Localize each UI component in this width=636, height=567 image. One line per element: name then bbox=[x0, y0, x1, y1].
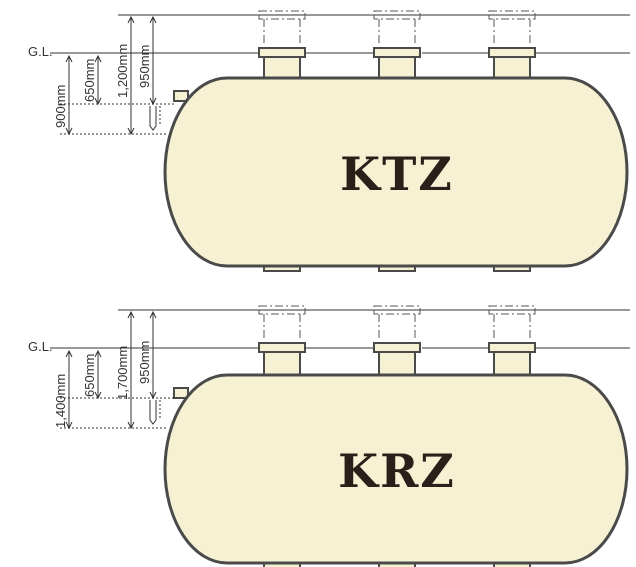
pipe-flange bbox=[258, 342, 306, 353]
side-nozzle bbox=[173, 387, 189, 399]
dim-label-d: 950mm bbox=[137, 45, 152, 88]
tank-body-ktz bbox=[163, 76, 629, 268]
dim-label-b: 650mm bbox=[82, 354, 97, 397]
extension-cap-dashed bbox=[258, 305, 306, 315]
dim-arrows-c bbox=[127, 15, 135, 136]
extension-pipe-dashed bbox=[493, 19, 531, 45]
tank-model-name: KTZ bbox=[340, 147, 454, 201]
tank-krz-group: G.L. 1,400mm 650mm 1,700mm 950mm KRZ bbox=[28, 305, 630, 567]
extension-pipe-dashed bbox=[493, 314, 531, 340]
dim-label-c: 1,200mm bbox=[115, 44, 130, 98]
extension-cap-dashed bbox=[258, 10, 306, 20]
tank-body-krz bbox=[163, 373, 629, 565]
dim-label-d: 950mm bbox=[137, 341, 152, 384]
tank-ktz-group: G.L. 900mm 650mm 1,200mm 950mm KTZ bbox=[28, 10, 630, 272]
extension-cap-dashed bbox=[488, 305, 536, 315]
dim-arrows-c bbox=[127, 310, 135, 430]
dim-label-a: 1,400mm bbox=[53, 374, 68, 428]
ground-level-label: G.L. bbox=[28, 339, 53, 354]
extension-pipe-dashed bbox=[378, 314, 416, 340]
extension-pipe-dashed bbox=[263, 19, 301, 45]
pipe-flange bbox=[258, 47, 306, 58]
pipe-flange bbox=[488, 342, 536, 353]
extension-cap-dashed bbox=[373, 10, 421, 20]
pipe-flange bbox=[488, 47, 536, 58]
dim-label-c: 1,700mm bbox=[115, 346, 130, 400]
extension-cap-dashed bbox=[373, 305, 421, 315]
nozzle-symbol bbox=[149, 106, 157, 131]
nozzle-symbol bbox=[149, 400, 157, 425]
dim-label-b: 650mm bbox=[82, 59, 97, 102]
dim-label-a: 900mm bbox=[53, 85, 68, 128]
pipe-flange bbox=[373, 47, 421, 58]
tank-model-name: KRZ bbox=[338, 444, 456, 498]
extension-pipe-dashed bbox=[378, 19, 416, 45]
extension-pipe-dashed bbox=[263, 314, 301, 340]
pipe-flange bbox=[373, 342, 421, 353]
ground-level-label: G.L. bbox=[28, 44, 53, 59]
extension-cap-dashed bbox=[488, 10, 536, 20]
side-nozzle bbox=[173, 90, 189, 102]
